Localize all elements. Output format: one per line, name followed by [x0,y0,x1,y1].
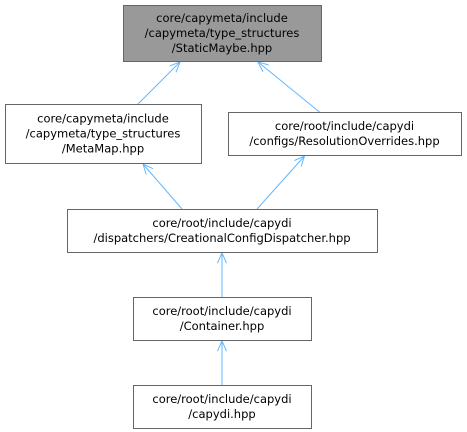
edge-creationalconfigdispatcher-to-resolutionoverrides [256,155,305,210]
nodes-layer: core/capymeta/include/capymeta/type_stru… [5,5,462,429]
node-label-line: core/root/include/capydi [152,392,291,406]
node-resolutionoverrides[interactable]: core/root/include/capydi/configs/Resolut… [228,112,462,156]
node-label-line: core/root/include/capydi [152,304,291,318]
edge-metamap-to-staticmaybe [137,61,181,105]
node-box [123,5,322,62]
node-label-line: /StaticMaybe.hpp [172,41,272,55]
node-capydi[interactable]: core/root/include/capydi/capydi.hpp [133,385,312,429]
node-label-line: /capydi.hpp [188,407,255,421]
node-label-line: core/root/include/capydi [275,119,414,133]
node-label-line: core/capymeta/include [156,11,288,25]
node-box [5,104,202,164]
node-metamap[interactable]: core/capymeta/include/capymeta/type_stru… [5,104,202,164]
node-box [67,209,378,253]
node-label-line: core/capymeta/include [37,112,169,126]
edge-resolutionoverrides-to-staticmaybe [257,61,320,113]
edge-creationalconfigdispatcher-to-metamap [142,163,183,210]
edges-layer [137,61,320,385]
node-creationalconfigdispatcher[interactable]: core/root/include/capydi/dispatchers/Cre… [67,209,378,253]
node-box [133,385,312,429]
node-staticmaybe[interactable]: core/capymeta/include/capymeta/type_stru… [123,5,322,62]
node-box [228,112,462,156]
node-label-line: /Container.hpp [180,319,265,333]
node-label-line: /configs/ResolutionOverrides.hpp [249,134,439,148]
node-label-line: /dispatchers/CreationalConfigDispatcher.… [93,231,350,245]
node-label-line: core/root/include/capydi [152,216,291,230]
node-label-line: /capymeta/type_structures [26,127,181,141]
node-label-line: /MetaMap.hpp [62,142,144,156]
node-box [133,297,312,341]
node-container[interactable]: core/root/include/capydi/Container.hpp [133,297,312,341]
node-label-line: /capymeta/type_structures [145,26,300,40]
